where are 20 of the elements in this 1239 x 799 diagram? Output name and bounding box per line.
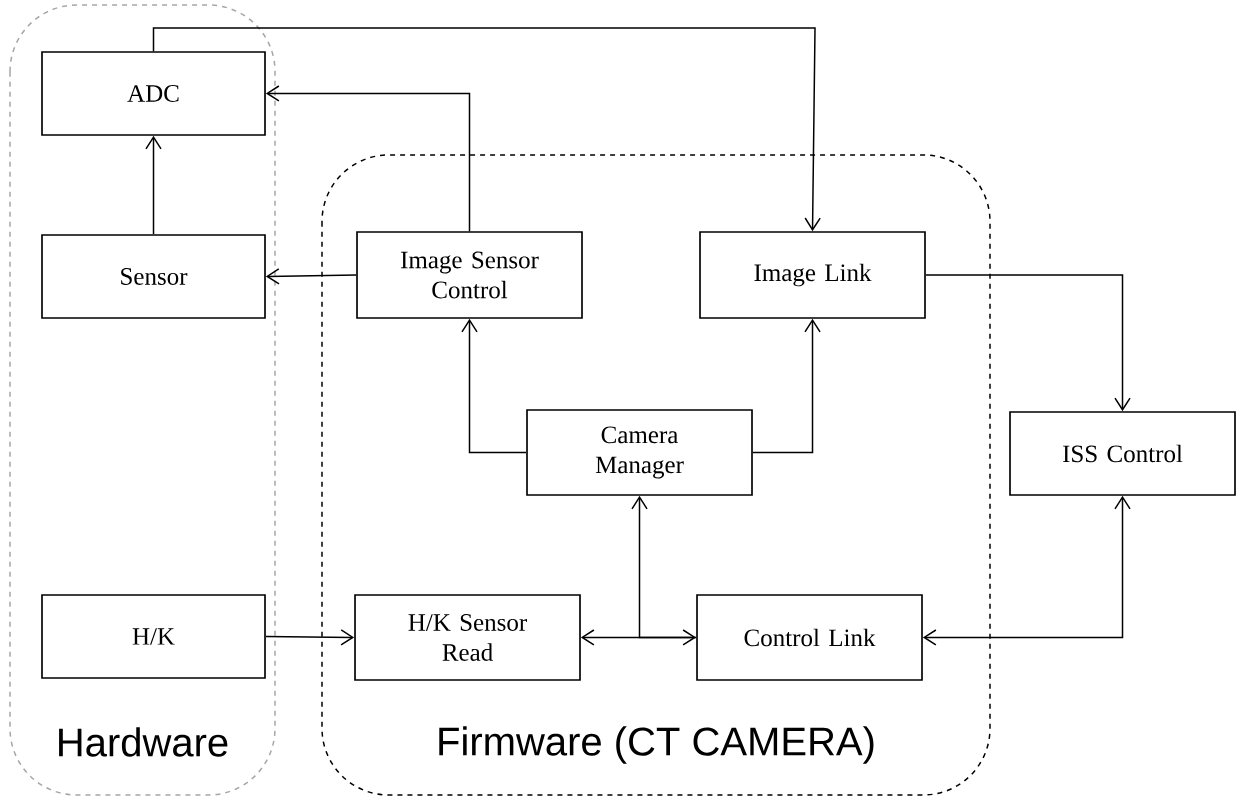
arrow — [265, 268, 357, 285]
arrow — [752, 318, 821, 454]
arrow — [265, 85, 471, 232]
arrow — [265, 629, 355, 646]
arrow — [152, 27, 821, 232]
process-box: Sensor — [41, 234, 266, 319]
process-box: H/K — [41, 594, 266, 679]
process-box: ADC — [41, 51, 266, 136]
process-box: ISS Control — [1009, 411, 1236, 496]
process-box: Control Link — [696, 594, 923, 681]
arrow — [145, 135, 162, 235]
arrow — [922, 495, 1131, 646]
process-box: Image Sensor Control — [356, 231, 583, 319]
process-box: Camera Manager — [526, 409, 753, 496]
arrow — [461, 318, 527, 454]
process-box: H/K Sensor Read — [354, 594, 581, 681]
arrow — [925, 274, 1131, 412]
arrow — [580, 629, 697, 646]
arrow — [631, 495, 697, 639]
process-box: Image Link — [699, 231, 926, 319]
